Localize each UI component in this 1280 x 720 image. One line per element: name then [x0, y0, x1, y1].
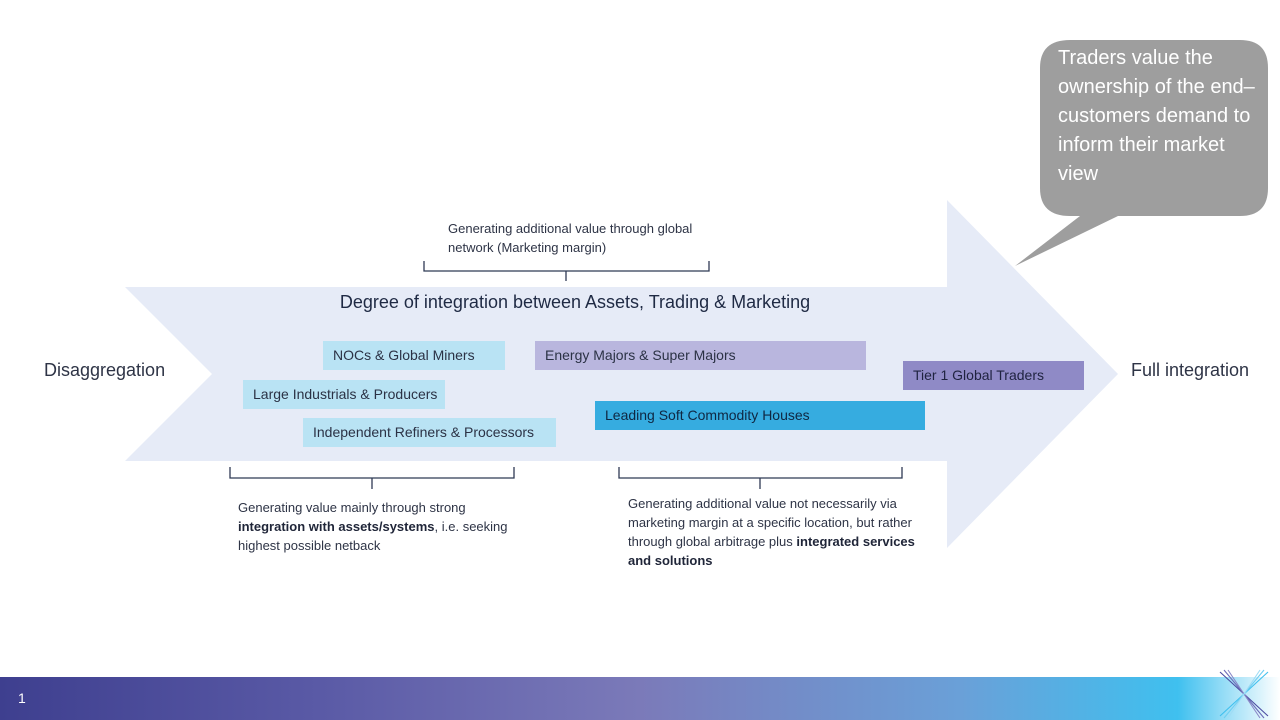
box-leading-soft-commodity: Leading Soft Commodity Houses [595, 401, 925, 430]
bottom-left-bracket [229, 467, 515, 489]
bubble-text: Traders value the ownership of the end–c… [1058, 47, 1255, 185]
speech-bubble [1015, 40, 1268, 266]
note-global-arbitrage: Generating additional value not necessar… [628, 494, 928, 570]
full-integration-label: Full integration [1131, 360, 1250, 380]
box-nocs-global-miners: NOCs & Global Miners [323, 341, 505, 370]
note-arbitrage-text: Generating additional value not necessar… [628, 496, 912, 549]
note-asset-text-2: , i.e. seeking highest possible netback [238, 519, 508, 553]
top-bracket [423, 261, 710, 281]
bottom-right-bracket [618, 467, 903, 489]
box-independent-refiners: Independent Refiners & Processors [303, 418, 556, 447]
note-asset-text-1: Generating value mainly through strong [238, 500, 466, 515]
footer-bar [0, 677, 1280, 720]
integration-arrow [125, 200, 1118, 548]
box-large-industrials: Large Industrials & Producers [243, 380, 445, 409]
note-marketing-margin: Generating additional value through glob… [448, 221, 693, 255]
box-energy-majors: Energy Majors & Super Majors [535, 341, 866, 370]
brand-logo-icon [1219, 669, 1269, 719]
page-number: 1 [18, 690, 26, 706]
note-asset-bold: integration with assets/systems [238, 519, 435, 534]
box-tier1-global-traders: Tier 1 Global Traders [903, 361, 1084, 390]
diagram-title: Degree of integration between Assets, Tr… [339, 292, 811, 312]
note-arbitrage-bold: integrated services and solutions [628, 534, 915, 568]
disaggregation-label: Disaggregation [44, 360, 166, 380]
note-asset-integration: Generating value mainly through strong i… [238, 498, 518, 555]
